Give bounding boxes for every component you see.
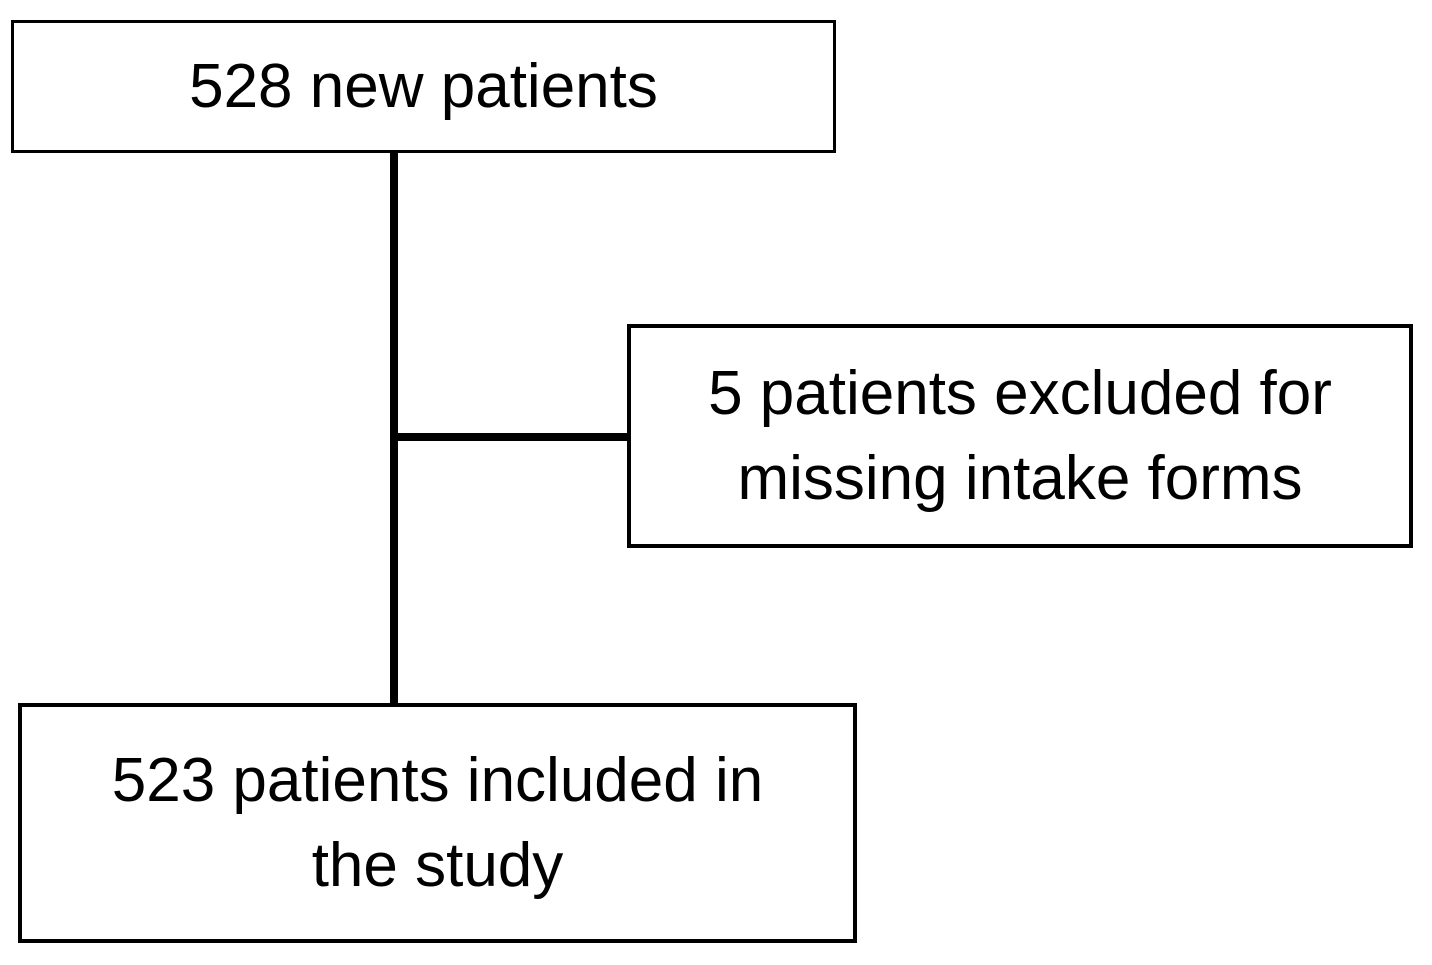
node-included-patients-label-line2: the study [311,831,564,900]
connector-vertical-line [390,153,398,703]
connector-horizontal-line [392,433,631,441]
node-excluded-patients-label-line2: missing intake forms [737,444,1303,513]
node-new-patients-label: 528 new patients [189,52,658,121]
node-new-patients: 528 new patients [11,20,836,153]
node-included-patients: 523 patients included in the study [18,703,857,943]
node-included-patients-label-line1: 523 patients included in [111,746,764,815]
node-excluded-patients: 5 patients excluded for missing intake f… [627,324,1413,548]
node-excluded-patients-label-line1: 5 patients excluded for [708,359,1332,428]
